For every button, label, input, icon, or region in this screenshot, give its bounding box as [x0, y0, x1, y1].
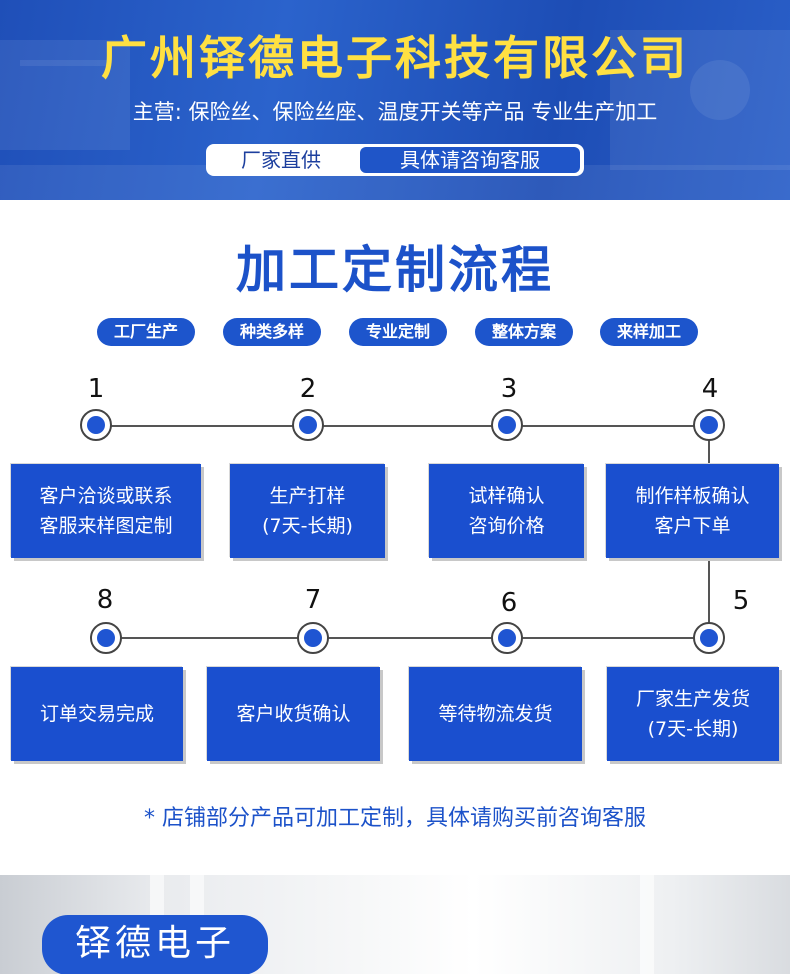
step-node-4: [693, 409, 725, 441]
step-text: 订单交易完成: [39, 703, 154, 725]
step-text: 客户下单: [654, 515, 731, 537]
header-pill: 厂家直供 具体请咨询客服: [206, 144, 584, 176]
background-machine-deco: [20, 60, 110, 66]
step-number-7: 7: [304, 585, 322, 615]
step-number-6: 6: [500, 588, 518, 618]
brand-badge: 铎德电子: [42, 915, 268, 974]
step-text: 等待物流发货: [438, 703, 553, 725]
step-box-6: 等待物流发货: [409, 667, 582, 761]
header-banner: 广州铎德电子科技有限公司 主营: 保险丝、保险丝座、温度开关等产品 专业生产加工…: [0, 0, 790, 200]
step-box-7: 客户收货确认: [207, 667, 380, 761]
background-machine-deco: [610, 30, 790, 170]
step-number-8: 8: [96, 585, 114, 615]
step-node-1: [80, 409, 112, 441]
step-box-2: 生产打样 (7天-长期): [230, 464, 385, 558]
factory-direct-label: 厂家直供: [241, 148, 321, 172]
tag-custom: 专业定制: [349, 318, 447, 346]
step-text: (7天-长期): [262, 515, 353, 537]
timeline-line-bottom: [106, 637, 710, 639]
step-text: 客户洽谈或联系: [39, 485, 173, 507]
company-tagline: 主营: 保险丝、保险丝座、温度开关等产品 专业生产加工: [132, 100, 658, 124]
timeline-connector: [708, 440, 710, 464]
company-name: 广州铎德电子科技有限公司: [101, 31, 689, 85]
step-number-3: 3: [500, 374, 518, 404]
timeline-line-top: [96, 425, 710, 427]
timeline-connector: [708, 560, 710, 640]
step-box-4: 制作样板确认 客户下单: [606, 464, 779, 558]
customization-note: * 店铺部分产品可加工定制，具体请购买前咨询客服: [144, 806, 646, 831]
step-text: 厂家生产发货: [635, 688, 750, 710]
section-title: 加工定制流程: [236, 241, 554, 299]
background-machine-deco: [0, 40, 130, 150]
step-box-5: 厂家生产发货 (7天-长期): [607, 667, 779, 761]
background-wheel-deco: [690, 60, 750, 120]
step-text: 咨询价格: [468, 515, 545, 537]
tag-factory-production: 工厂生产: [97, 318, 195, 346]
step-number-4: 4: [701, 374, 719, 404]
step-node-8: [90, 622, 122, 654]
tag-solution: 整体方案: [475, 318, 573, 346]
step-box-3: 试样确认 咨询价格: [429, 464, 584, 558]
step-box-8: 订单交易完成: [11, 667, 183, 761]
footer-stripe-deco: [640, 875, 654, 974]
step-node-6: [491, 622, 523, 654]
step-number-1: 1: [87, 374, 105, 404]
step-text: 客户收货确认: [236, 703, 351, 725]
step-number-2: 2: [299, 374, 317, 404]
tag-sample-processing: 来样加工: [600, 318, 698, 346]
step-number-5: 5: [732, 586, 750, 616]
consult-service-button[interactable]: 具体请咨询客服: [360, 147, 580, 173]
step-box-1: 客户洽谈或联系 客服来样图定制: [11, 464, 201, 558]
step-node-3: [491, 409, 523, 441]
step-text: 制作样板确认: [635, 485, 750, 507]
step-text: 试样确认: [468, 485, 545, 507]
step-text: 生产打样: [269, 485, 346, 507]
step-text: (7天-长期): [647, 718, 739, 740]
step-node-5: [693, 622, 725, 654]
step-node-2: [292, 409, 324, 441]
footer-banner: 铎德电子: [0, 875, 790, 974]
tag-variety: 种类多样: [223, 318, 321, 346]
step-node-7: [297, 622, 329, 654]
step-text: 客服来样图定制: [39, 515, 173, 537]
